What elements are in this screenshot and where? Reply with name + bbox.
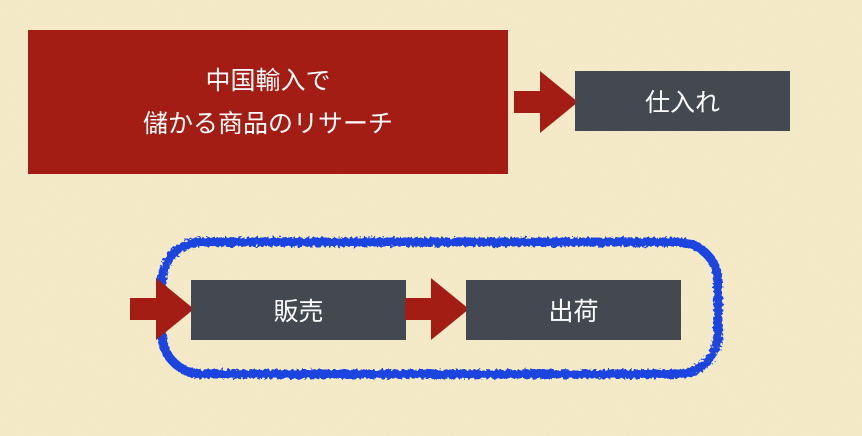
research-step-line2: 儲かる商品のリサーチ bbox=[142, 109, 393, 138]
right-arrow-icon bbox=[514, 71, 578, 133]
research-step-box: 中国輸入で 儲かる商品のリサーチ bbox=[28, 30, 508, 174]
right-arrow-icon bbox=[405, 278, 469, 340]
research-step-line1: 中国輸入で bbox=[205, 66, 331, 95]
shipping-step-label: 出荷 bbox=[548, 297, 599, 326]
right-arrow-icon bbox=[130, 278, 194, 340]
shipping-step-box: 出荷 bbox=[466, 280, 681, 340]
purchase-step-label: 仕入れ bbox=[644, 88, 720, 117]
sales-step-label: 販売 bbox=[273, 297, 324, 326]
purchase-step-box: 仕入れ bbox=[575, 71, 790, 131]
sales-step-box: 販売 bbox=[191, 280, 406, 340]
